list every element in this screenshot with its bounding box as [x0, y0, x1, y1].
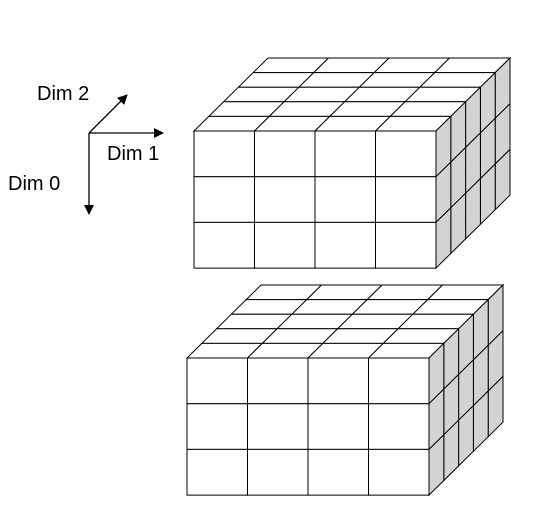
- front-face-cell: [375, 221, 437, 269]
- front-face-cell: [193, 130, 255, 178]
- front-face-cell: [254, 176, 316, 223]
- front-face-cell: [193, 176, 255, 223]
- front-face-cell: [307, 357, 369, 405]
- front-face-cell: [368, 448, 430, 496]
- axis-legend: Dim 2 Dim 1 Dim 0: [8, 83, 164, 215]
- front-face-cell: [368, 403, 430, 450]
- dim0-label: Dim 0: [8, 173, 60, 195]
- front-face-cell: [368, 357, 430, 405]
- front-face-cell: [193, 221, 255, 269]
- front-face-cell: [186, 403, 248, 450]
- dim2-arrow: [88, 94, 128, 134]
- front-face-cell: [314, 221, 376, 269]
- front-face-cell: [307, 448, 369, 496]
- front-face-cell: [254, 221, 316, 269]
- front-face-cell: [186, 448, 248, 496]
- dim1-label: Dim 1: [107, 143, 159, 165]
- front-face-cell: [314, 176, 376, 223]
- front-face-cell: [307, 403, 369, 450]
- front-face-cell: [186, 357, 248, 405]
- front-face-cell: [254, 130, 316, 178]
- front-face-cell: [375, 130, 437, 178]
- front-face-cell: [247, 403, 309, 450]
- dim2-label: Dim 2: [37, 83, 89, 105]
- front-face-cell: [247, 448, 309, 496]
- front-face-cell: [314, 130, 376, 178]
- top-block: [192, 56, 512, 270]
- front-face-cell: [247, 357, 309, 405]
- bottom-block: [185, 283, 505, 497]
- tensor-blocks: [185, 56, 512, 497]
- front-face-cell: [375, 176, 437, 223]
